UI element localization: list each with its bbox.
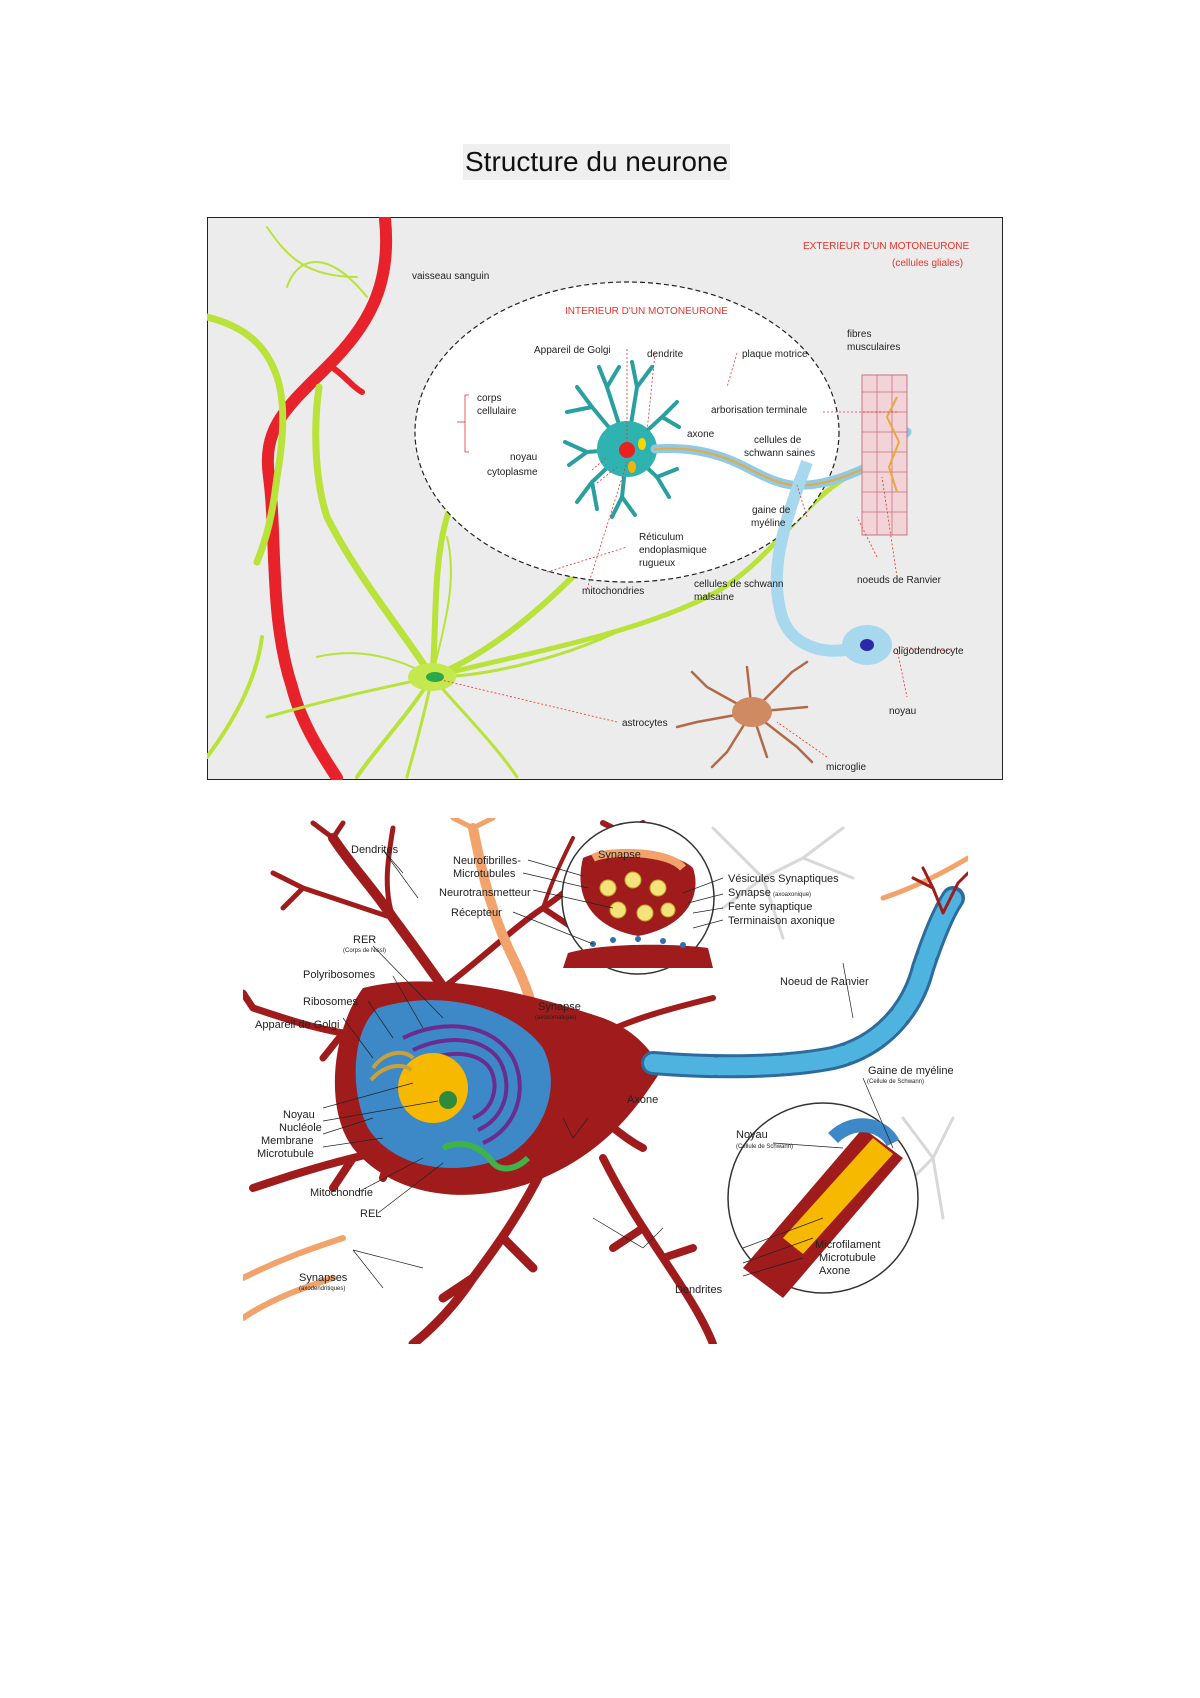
rel-label: REL bbox=[360, 1208, 381, 1220]
rer-label: RER bbox=[353, 934, 376, 946]
microglia bbox=[675, 660, 814, 769]
fibres-label-1: fibres bbox=[847, 329, 871, 340]
synapses-sublabel: (axodendritiques) bbox=[299, 1286, 345, 1292]
microglia-body bbox=[732, 697, 772, 727]
axone-hillock-label: Axone bbox=[627, 1094, 658, 1106]
gaine-label-2: myéline bbox=[751, 518, 786, 529]
exterieur-subheading: (cellules gliales) bbox=[892, 258, 963, 269]
schwann-saines-label-2: schwann saines bbox=[744, 448, 815, 459]
gaine-label-1: gaine de bbox=[752, 505, 791, 516]
gaine-myeline-sublabel: (Cellule de Schwann) bbox=[867, 1079, 924, 1085]
axone2-label: Axone bbox=[819, 1265, 850, 1277]
neurotransmetteur-label: Neurotransmetteur bbox=[439, 887, 531, 899]
vaisseau-label: vaisseau sanguin bbox=[412, 271, 489, 282]
neuron-anatomy-diagram: Dendrites Neurofibrilles- Microtubules S… bbox=[243, 818, 968, 1344]
motoneuron-diagram: EXTERIEUR D'UN MOTONEURONE (cellules gli… bbox=[207, 217, 1003, 780]
nucleolus bbox=[439, 1091, 457, 1109]
synapse-axo-sublabel: (axoaxonique) bbox=[773, 892, 811, 898]
noyau-label: noyau bbox=[510, 452, 537, 463]
corps-bracket bbox=[457, 394, 469, 453]
oligo-label: oligodendrocyte bbox=[893, 646, 964, 657]
microtubule2-label: Microtubule bbox=[819, 1252, 876, 1264]
nucleole-label: Nucléole bbox=[279, 1122, 322, 1134]
axon-inset-content bbox=[743, 1118, 903, 1298]
reticulum-label-3: rugueux bbox=[639, 558, 675, 569]
synapse-axo-label: Synapse bbox=[728, 887, 771, 899]
interieur-heading: INTERIEUR D'UN MOTONEURONE bbox=[565, 306, 728, 317]
leader-lines-2 bbox=[322, 849, 894, 1289]
gaine-myeline-label: Gaine de myéline bbox=[868, 1065, 954, 1077]
rer-sublabel: (Corps de Nissl) bbox=[343, 948, 386, 954]
fente-label: Fente synaptique bbox=[728, 901, 812, 913]
synapses-label: Synapses bbox=[299, 1272, 348, 1284]
oligodendrocyte bbox=[770, 459, 892, 665]
synapse-axosom-label: Synapse bbox=[538, 1001, 581, 1013]
golgi-apparatus bbox=[369, 1050, 415, 1082]
synapse-inset-label: Synapse bbox=[598, 849, 641, 861]
noyau-schwann-sublabel: (Cellule de Schwann) bbox=[736, 1144, 793, 1150]
exterieur-heading: EXTERIEUR D'UN MOTONEURONE bbox=[803, 241, 970, 252]
schwann-saines-label-1: cellules de bbox=[754, 435, 802, 446]
arborisation-label: arborisation terminale bbox=[711, 405, 808, 416]
ribosomes-label: Ribosomes bbox=[303, 996, 359, 1008]
leader-lines bbox=[436, 349, 953, 758]
mitochondries-label: mitochondries bbox=[582, 586, 644, 597]
nucleus bbox=[398, 1053, 468, 1123]
reticulum-label-2: endoplasmique bbox=[639, 545, 707, 556]
dendrite-label: dendrite bbox=[647, 349, 684, 360]
golgi-label: Appareil de Golgi bbox=[534, 345, 611, 356]
corps-label-2: cellulaire bbox=[477, 406, 517, 417]
neuron-nucleus bbox=[619, 442, 635, 458]
rough-er bbox=[402, 1024, 522, 1145]
dendrites-top-label: Dendrites bbox=[351, 844, 399, 856]
vesicules-label: Vésicules Synaptiques bbox=[728, 873, 839, 885]
astrocyte-nucleus bbox=[426, 672, 444, 682]
fibres-label-2: musculaires bbox=[847, 342, 900, 353]
noyau-schwann-label: Noyau bbox=[736, 1129, 768, 1141]
axon-terminal bbox=[911, 866, 968, 915]
noeud-ranvier-label: Noeud de Ranvier bbox=[780, 976, 869, 988]
axon bbox=[641, 886, 965, 1079]
membrane-label: Membrane bbox=[261, 1135, 314, 1147]
golgi2-label: Appareil de Golgi bbox=[255, 1019, 339, 1031]
microglie-label: microglie bbox=[826, 762, 866, 773]
microfilament-label: Microfilament bbox=[815, 1239, 880, 1251]
noyau-oligo-label: noyau bbox=[889, 706, 916, 717]
polyribosomes-label: Polyribosomes bbox=[303, 969, 376, 981]
astrocytes-label: astrocytes bbox=[622, 718, 668, 729]
cytoplasme-label: cytoplasme bbox=[487, 467, 538, 478]
neurofibrilles-label: Neurofibrilles- bbox=[453, 855, 521, 867]
synapse-axosom-sublabel: (axosomatique) bbox=[535, 1015, 576, 1021]
microtubule-label: Microtubule bbox=[257, 1148, 314, 1160]
page-title: Structure du neurone bbox=[463, 144, 731, 180]
axone-label: axone bbox=[687, 429, 715, 440]
recepteur-label: Récepteur bbox=[451, 907, 502, 919]
dendrites-bottom-label: Dendrites bbox=[675, 1284, 723, 1296]
schwann-malsaine-label-1: cellules de schwann bbox=[694, 579, 784, 590]
plaque-label: plaque motrice bbox=[742, 349, 808, 360]
terminaison-label: Terminaison axonique bbox=[728, 915, 835, 927]
golgi-mark bbox=[628, 461, 636, 473]
smooth-er bbox=[441, 1141, 531, 1172]
corps-label-1: corps bbox=[477, 393, 501, 404]
muscle-fibers bbox=[861, 374, 908, 536]
ranvier-label: noeuds de Ranvier bbox=[857, 575, 942, 586]
golgi-mark-2 bbox=[638, 438, 646, 450]
reticulum-label-1: Réticulum bbox=[639, 532, 683, 543]
schwann-malsaine-label-2: malsaine bbox=[694, 592, 734, 603]
noyau2-label: Noyau bbox=[283, 1109, 315, 1121]
mitochondrie-label: Mitochondrie bbox=[310, 1187, 373, 1199]
microtubules-top-label: Microtubules bbox=[453, 868, 516, 880]
